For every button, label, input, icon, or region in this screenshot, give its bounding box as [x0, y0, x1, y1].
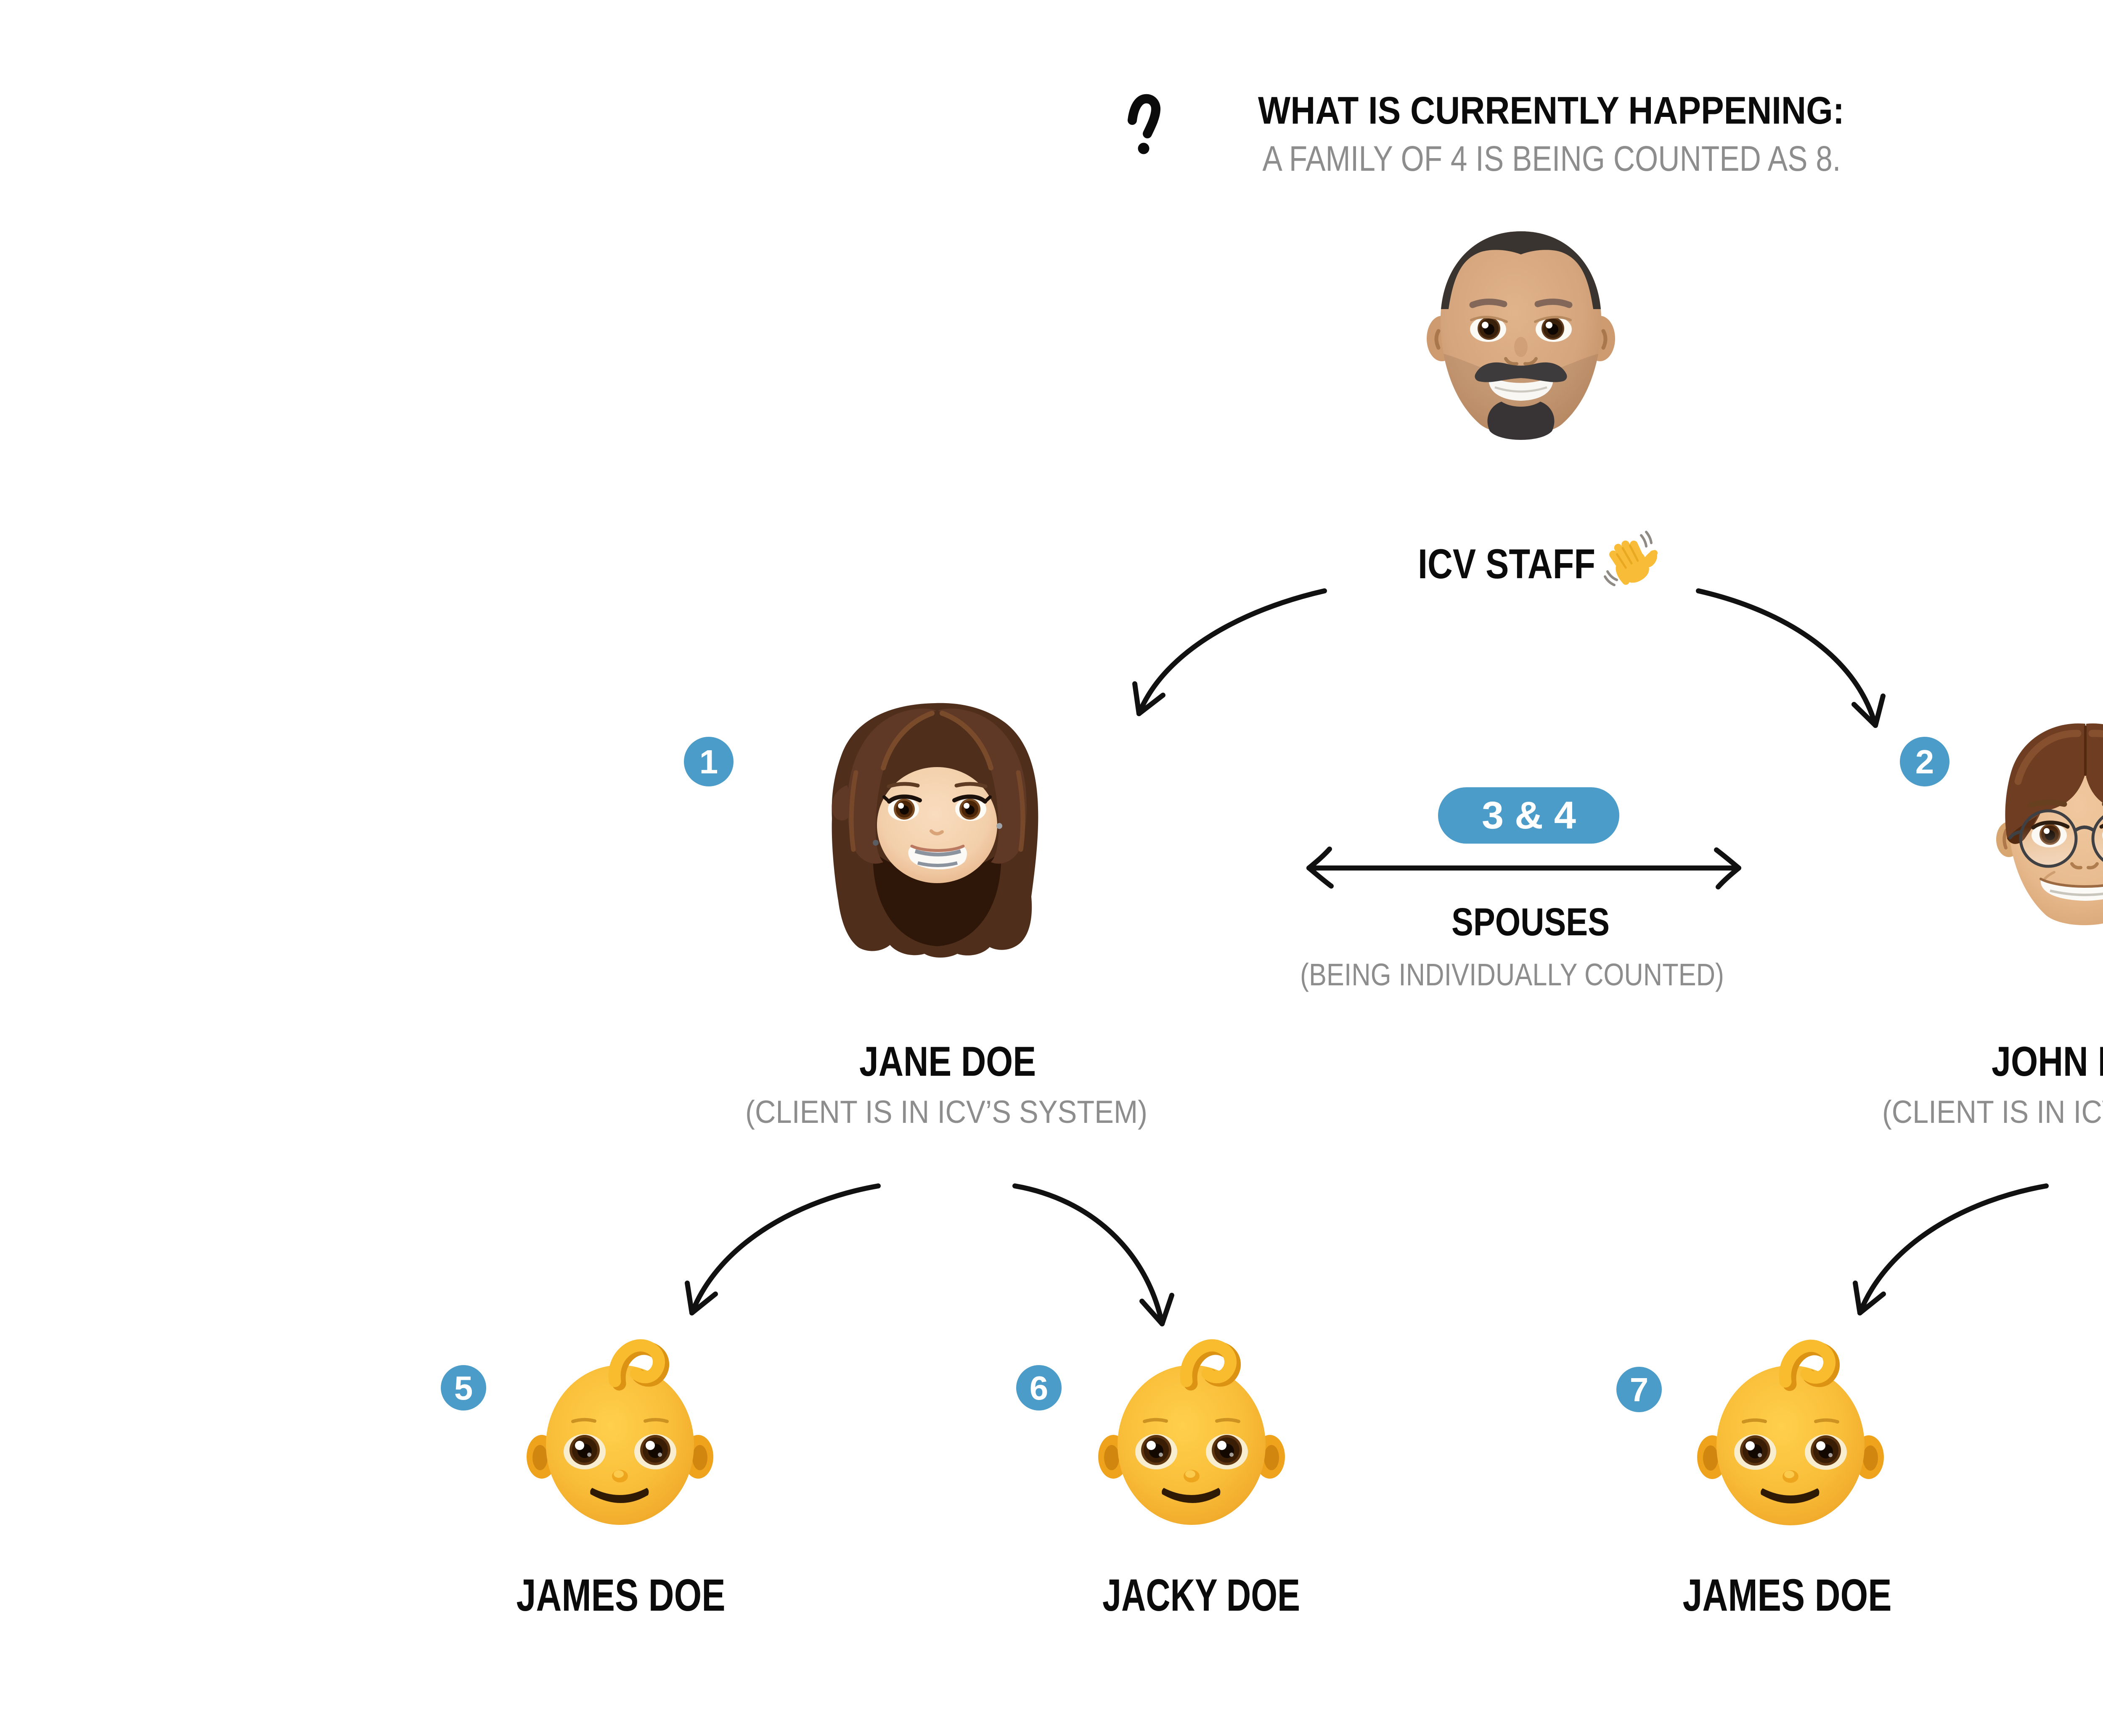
svg-text:1: 1	[699, 743, 718, 781]
svg-text:(CLIENT IS IN ICV’S SYSTEM): (CLIENT IS IN ICV’S SYSTEM)	[1882, 1094, 2103, 1130]
svg-text:JANE DOE: JANE DOE	[859, 1038, 1036, 1085]
svg-text:7: 7	[1630, 1371, 1649, 1408]
svg-text:2: 2	[1915, 743, 1934, 781]
svg-text:(BEING INDIVIDUALLY COUNTED): (BEING INDIVIDUALLY COUNTED)	[1300, 957, 1724, 992]
svg-text:WHAT IS CURRENTLY HAPPENING:: WHAT IS CURRENTLY HAPPENING:	[1258, 89, 1844, 132]
svg-text:(CLIENT IS IN ICV’S SYSTEM): (CLIENT IS IN ICV’S SYSTEM)	[745, 1094, 1147, 1130]
svg-text:JAMES DOE: JAMES DOE	[516, 1569, 726, 1620]
svg-text:6: 6	[1030, 1369, 1049, 1407]
svg-text:3 & 4: 3 & 4	[1482, 794, 1576, 837]
svg-text:JAMES DOE: JAMES DOE	[1683, 1569, 1892, 1620]
svg-text:SPOUSES: SPOUSES	[1451, 900, 1610, 944]
svg-text:JOHN DOE: JOHN DOE	[1992, 1038, 2103, 1085]
svg-text:5: 5	[454, 1369, 473, 1407]
svg-text:ICV STAFF: ICV STAFF	[1418, 540, 1595, 587]
svg-text:A FAMILY OF 4 IS BEING COUNTED: A FAMILY OF 4 IS BEING COUNTED AS 8.	[1263, 139, 1841, 178]
svg-text:JACKY DOE: JACKY DOE	[1102, 1569, 1300, 1620]
